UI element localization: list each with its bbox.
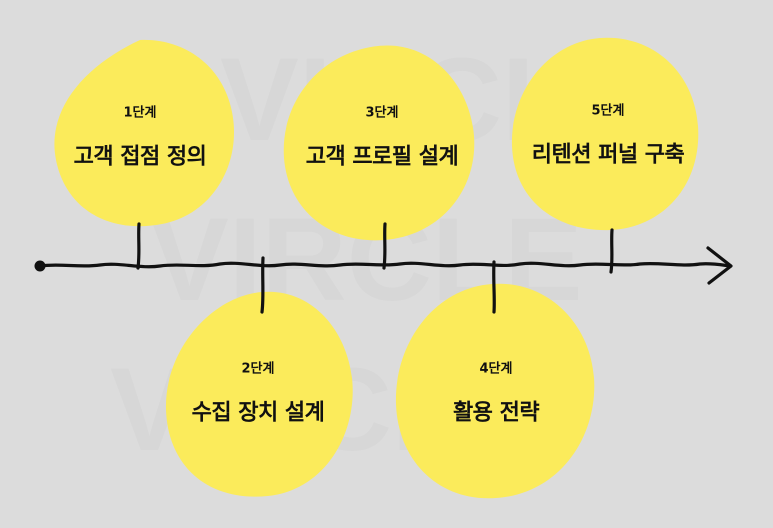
timeline-line	[38, 222, 733, 314]
stage-5-step: 5단계	[591, 103, 625, 119]
timeline-arrowhead	[706, 246, 733, 285]
stage-3-title: 고객 프로필 설계	[305, 144, 459, 170]
stage-1-step: 1단계	[123, 105, 157, 121]
stage-3-label: 3단계 고객 프로필 설계	[306, 102, 459, 171]
stage-4-blob	[395, 283, 595, 499]
stage-2-tick	[260, 256, 265, 314]
stage-4-title: 활용 전략	[452, 400, 540, 426]
stage-2-label: 2단계 수집 장치 설계	[192, 358, 325, 427]
stage-3-step: 3단계	[365, 105, 399, 121]
stage-3-tick	[382, 222, 387, 270]
stage-5-tick	[609, 228, 614, 274]
stage-1-blob	[54, 39, 235, 227]
stage-blobs	[54, 37, 699, 499]
stage-3-blob	[283, 45, 475, 241]
timeline-start-dot	[34, 260, 46, 272]
stage-4-label: 4단계 활용 전략	[452, 358, 540, 427]
stage-2-title: 수집 장치 설계	[191, 400, 325, 426]
stage-2-step: 2단계	[241, 361, 275, 377]
stage-1-title: 고객 접점 정의	[73, 144, 207, 170]
stage-2-blob	[165, 291, 353, 497]
stage-5-title: 리텐션 퍼널 구축	[531, 142, 685, 168]
stage-1-tick	[136, 222, 141, 270]
stage-5-blob	[511, 37, 699, 231]
stage-4-step: 4단계	[479, 361, 513, 377]
timeline-axis	[38, 261, 732, 269]
stage-4-tick	[492, 260, 496, 314]
stage-5-label: 5단계 리텐션 퍼널 구축	[532, 100, 685, 169]
stage-1-label: 1단계 고객 접점 정의	[74, 102, 207, 171]
